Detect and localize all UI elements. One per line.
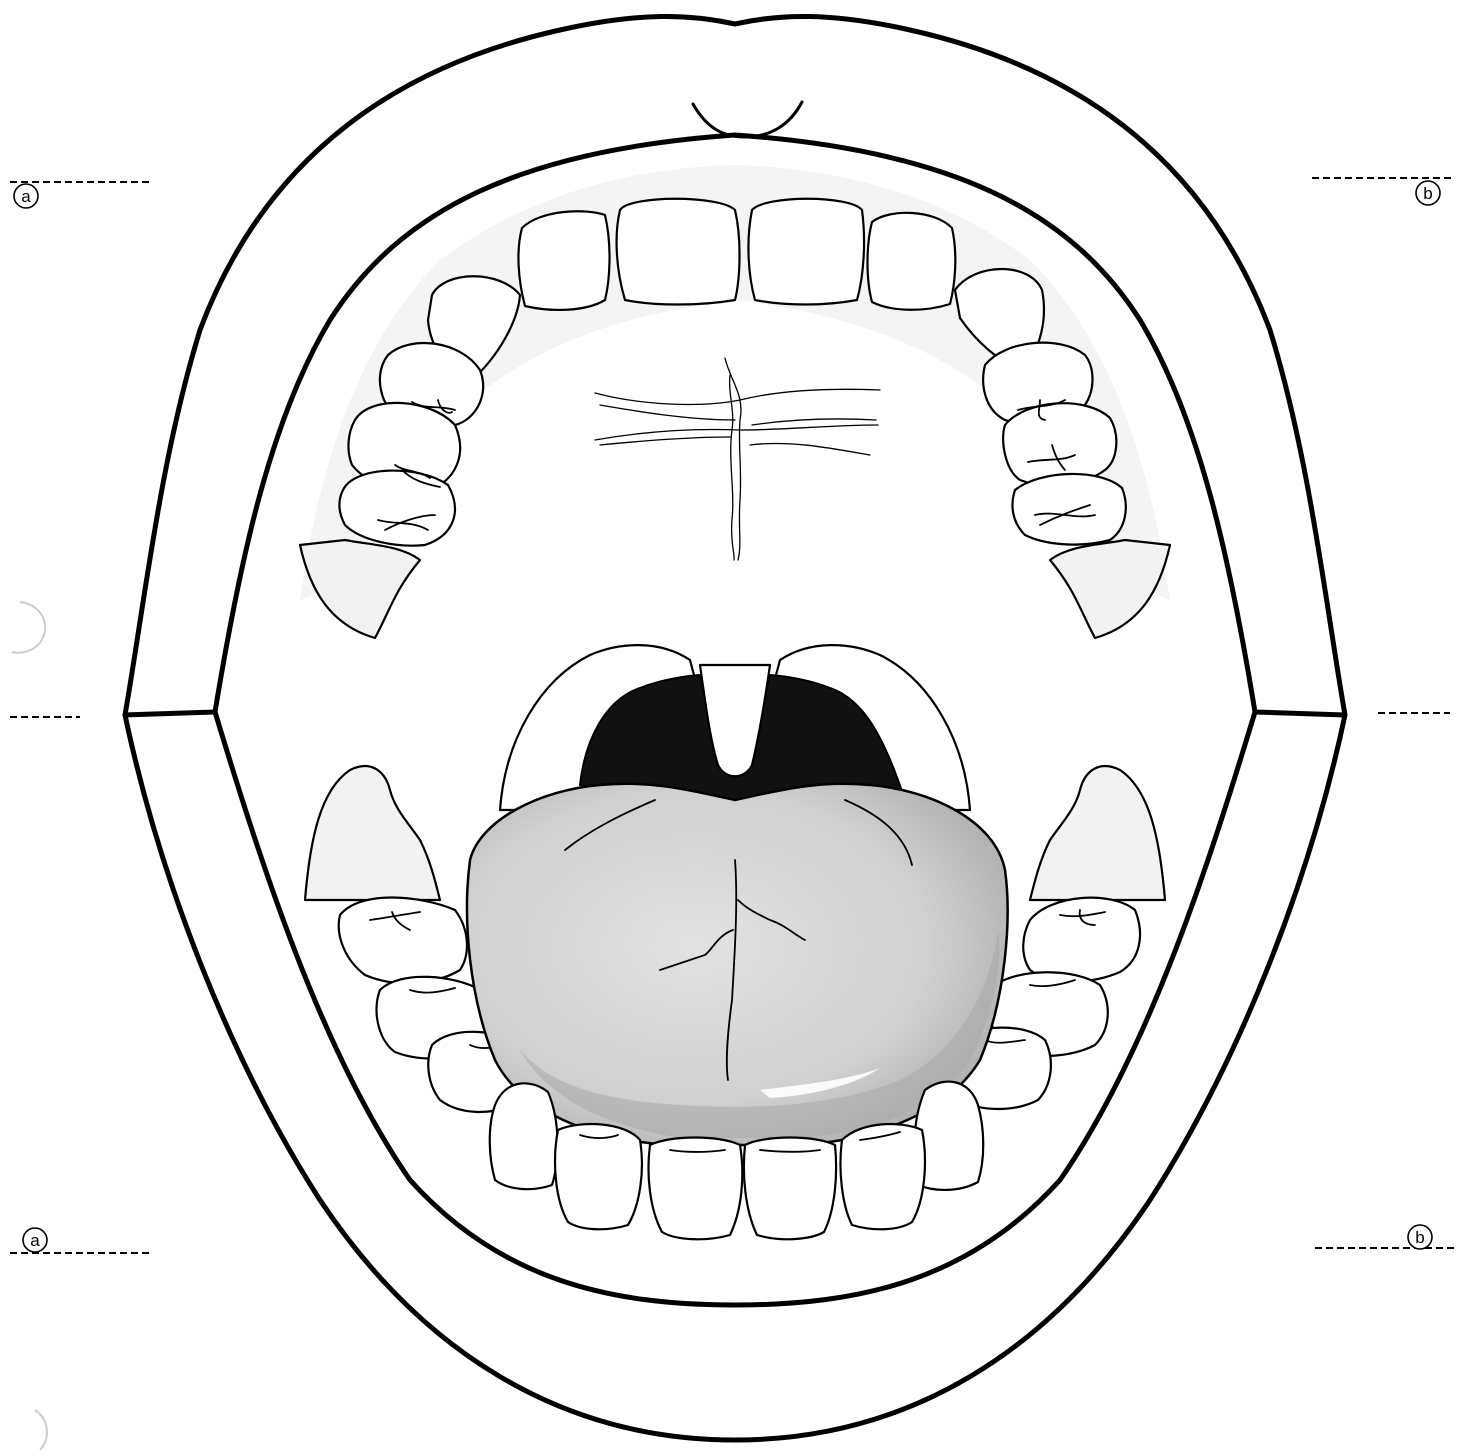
upper-tooth-molar-1-right [1012, 474, 1125, 545]
lower-right-retromolar-pad [1030, 766, 1165, 900]
lower-tooth-molar-1-right [1023, 898, 1140, 982]
lower-tooth-canine-left [490, 1083, 558, 1189]
upper-tooth-premolar-2-right [1003, 403, 1116, 485]
upper-frenulum [693, 102, 802, 137]
label-b-bottom: b [1315, 1225, 1455, 1249]
upper-tooth-lateral-right [868, 213, 956, 310]
label-a-top: a [10, 182, 150, 208]
upper-tooth-lateral-left [518, 211, 609, 310]
upper-tooth-central-left [617, 199, 740, 305]
marker-label-a-top: a [21, 187, 31, 206]
upper-tooth-central-right [748, 199, 864, 305]
punch-hole-mark [12, 602, 45, 653]
marker-label-a-bottom: a [30, 1231, 40, 1250]
lower-tooth-lateral-left [555, 1124, 642, 1229]
label-a-bottom: a [10, 1228, 150, 1253]
upper-right-retromolar-pad [1050, 540, 1170, 638]
marker-label-b-bottom: b [1415, 1228, 1424, 1247]
upper-tooth-molar-1-left [339, 471, 454, 546]
lower-left-retromolar-pad [305, 766, 440, 900]
palate-rugae [595, 358, 880, 560]
lower-tooth-lateral-right [840, 1124, 924, 1229]
lower-tooth-central-right [744, 1138, 836, 1240]
marker-label-b-top: b [1423, 184, 1432, 203]
punch-hole-mark [35, 1410, 47, 1450]
upper-left-retromolar-pad [300, 540, 420, 638]
label-b-top: b [1312, 178, 1452, 205]
lower-tooth-molar-1-left [339, 898, 467, 984]
